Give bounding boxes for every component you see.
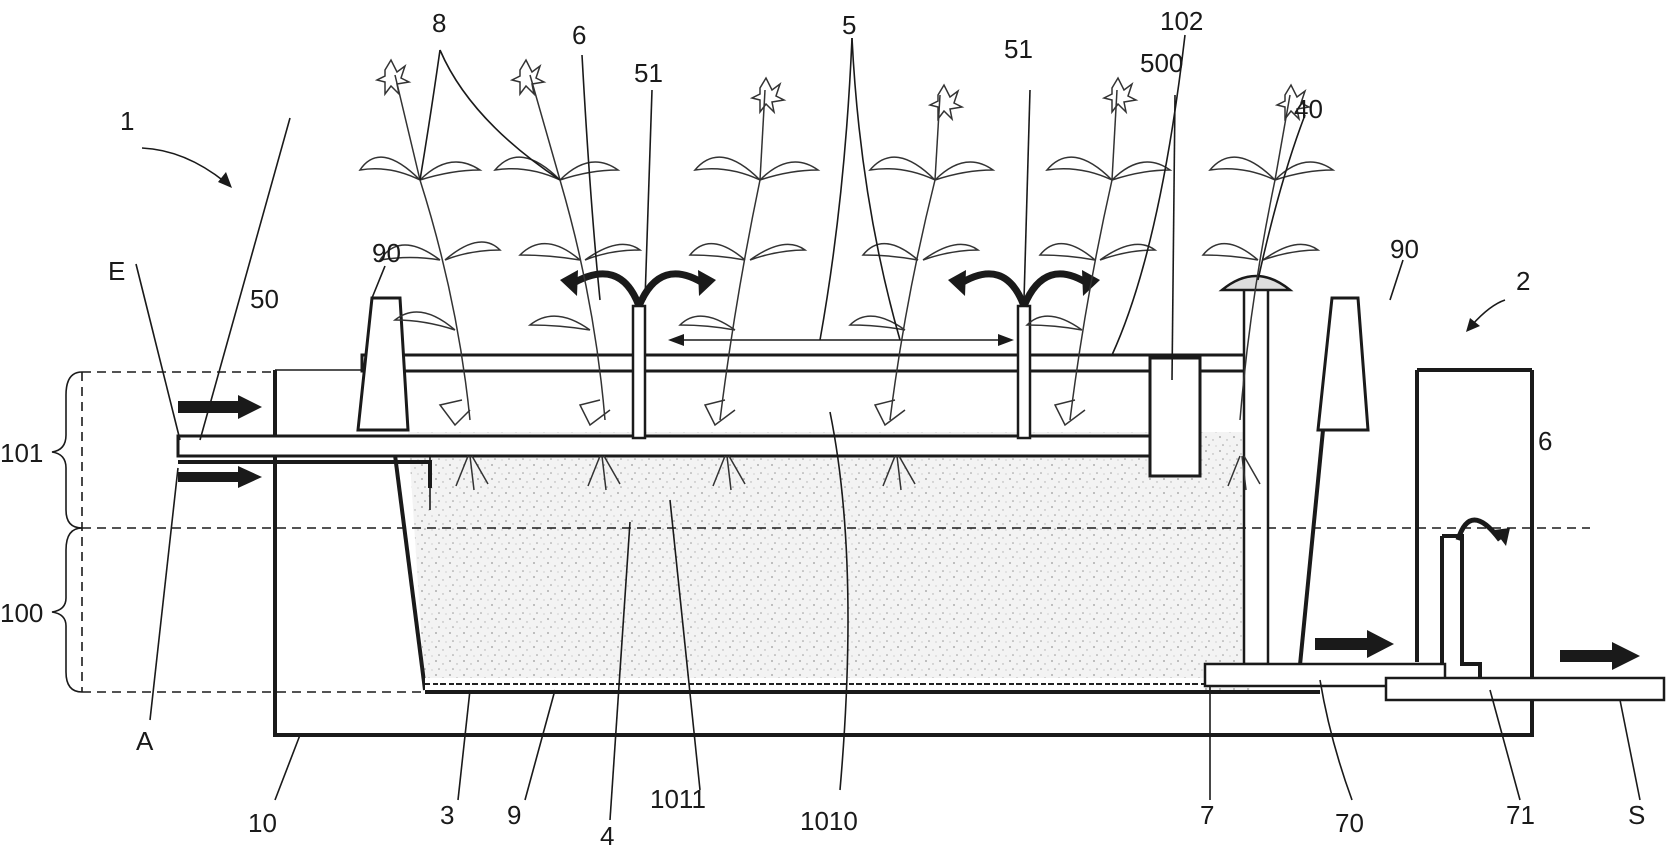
plant-6 [1201, 94, 1336, 421]
plant-flowers [374, 58, 1312, 122]
riser-right [1016, 304, 1032, 440]
outlet-pipe-S [1384, 676, 1666, 702]
label-top-outlet-40: 40 [1294, 94, 1323, 124]
wall-left-90 [356, 296, 410, 432]
plant-1 [358, 74, 502, 427]
label-drain-70: 70 [1335, 808, 1364, 838]
label-riser-51a: 51 [634, 58, 663, 88]
substrate-fill [408, 432, 1250, 692]
wall-right-90 [1316, 296, 1370, 432]
label-drain-7: 7 [1200, 800, 1214, 830]
plant-roots [455, 455, 1261, 491]
plants [358, 58, 1336, 491]
label-outlet-unit-2: 2 [1516, 266, 1530, 296]
label-zone-101: 101 [0, 438, 43, 468]
label-riser-51b: 51 [1004, 34, 1033, 64]
label-membrane-3: 3 [440, 800, 454, 830]
label-soil-4: 4 [600, 821, 614, 847]
outlet-arrow-s [1560, 642, 1640, 670]
label-pipe-50: 50 [250, 284, 279, 314]
callout-labels: 1 8 6 51 5 51 102 500 40 90 90 2 E 50 10… [0, 6, 1645, 847]
siphon-71 [1440, 534, 1482, 680]
label-root-1011: 1011 [650, 784, 706, 814]
gravel-drainage-layer [425, 678, 1205, 690]
label-basin-10: 10 [248, 808, 277, 838]
inlet-arrows [178, 395, 262, 488]
riser-left [631, 304, 647, 440]
label-base-9: 9 [507, 800, 521, 830]
label-flow-6b: 6 [1538, 426, 1552, 456]
plant-3 [678, 89, 821, 427]
plant-5 [1025, 89, 1173, 427]
plant-2 [493, 74, 643, 427]
flow-arrows-curved [560, 270, 1510, 546]
label-surface-102: 102 [1160, 6, 1203, 36]
plant-4 [848, 94, 996, 427]
basin [273, 368, 1534, 737]
outlet-unit-pointer [1466, 299, 1506, 332]
system-pointer [141, 147, 232, 188]
label-water-1010: 1010 [800, 806, 858, 836]
label-wall-90-left: 90 [372, 238, 401, 268]
surface-cover [360, 353, 1252, 373]
double-arrow [668, 334, 1014, 346]
leader-lines [135, 34, 1641, 821]
label-siphon-71: 71 [1506, 800, 1535, 830]
zone-braces [51, 371, 83, 693]
zone-lines [81, 371, 1590, 693]
label-inlet-A: A [136, 726, 154, 756]
label-zone-100: 100 [0, 598, 43, 628]
overflow-box [1148, 356, 1202, 478]
label-inlet-E: E [108, 256, 125, 286]
label-outlet-S: S [1628, 800, 1645, 830]
label-flow-6a: 6 [572, 20, 586, 50]
label-system: 1 [120, 106, 134, 136]
label-plants: 8 [432, 8, 446, 38]
label-stalk-5: 5 [842, 10, 856, 40]
label-overflow-500: 500 [1140, 48, 1183, 78]
outlet-arrow-inner [1315, 630, 1394, 658]
label-wall-90-right: 90 [1390, 234, 1419, 264]
